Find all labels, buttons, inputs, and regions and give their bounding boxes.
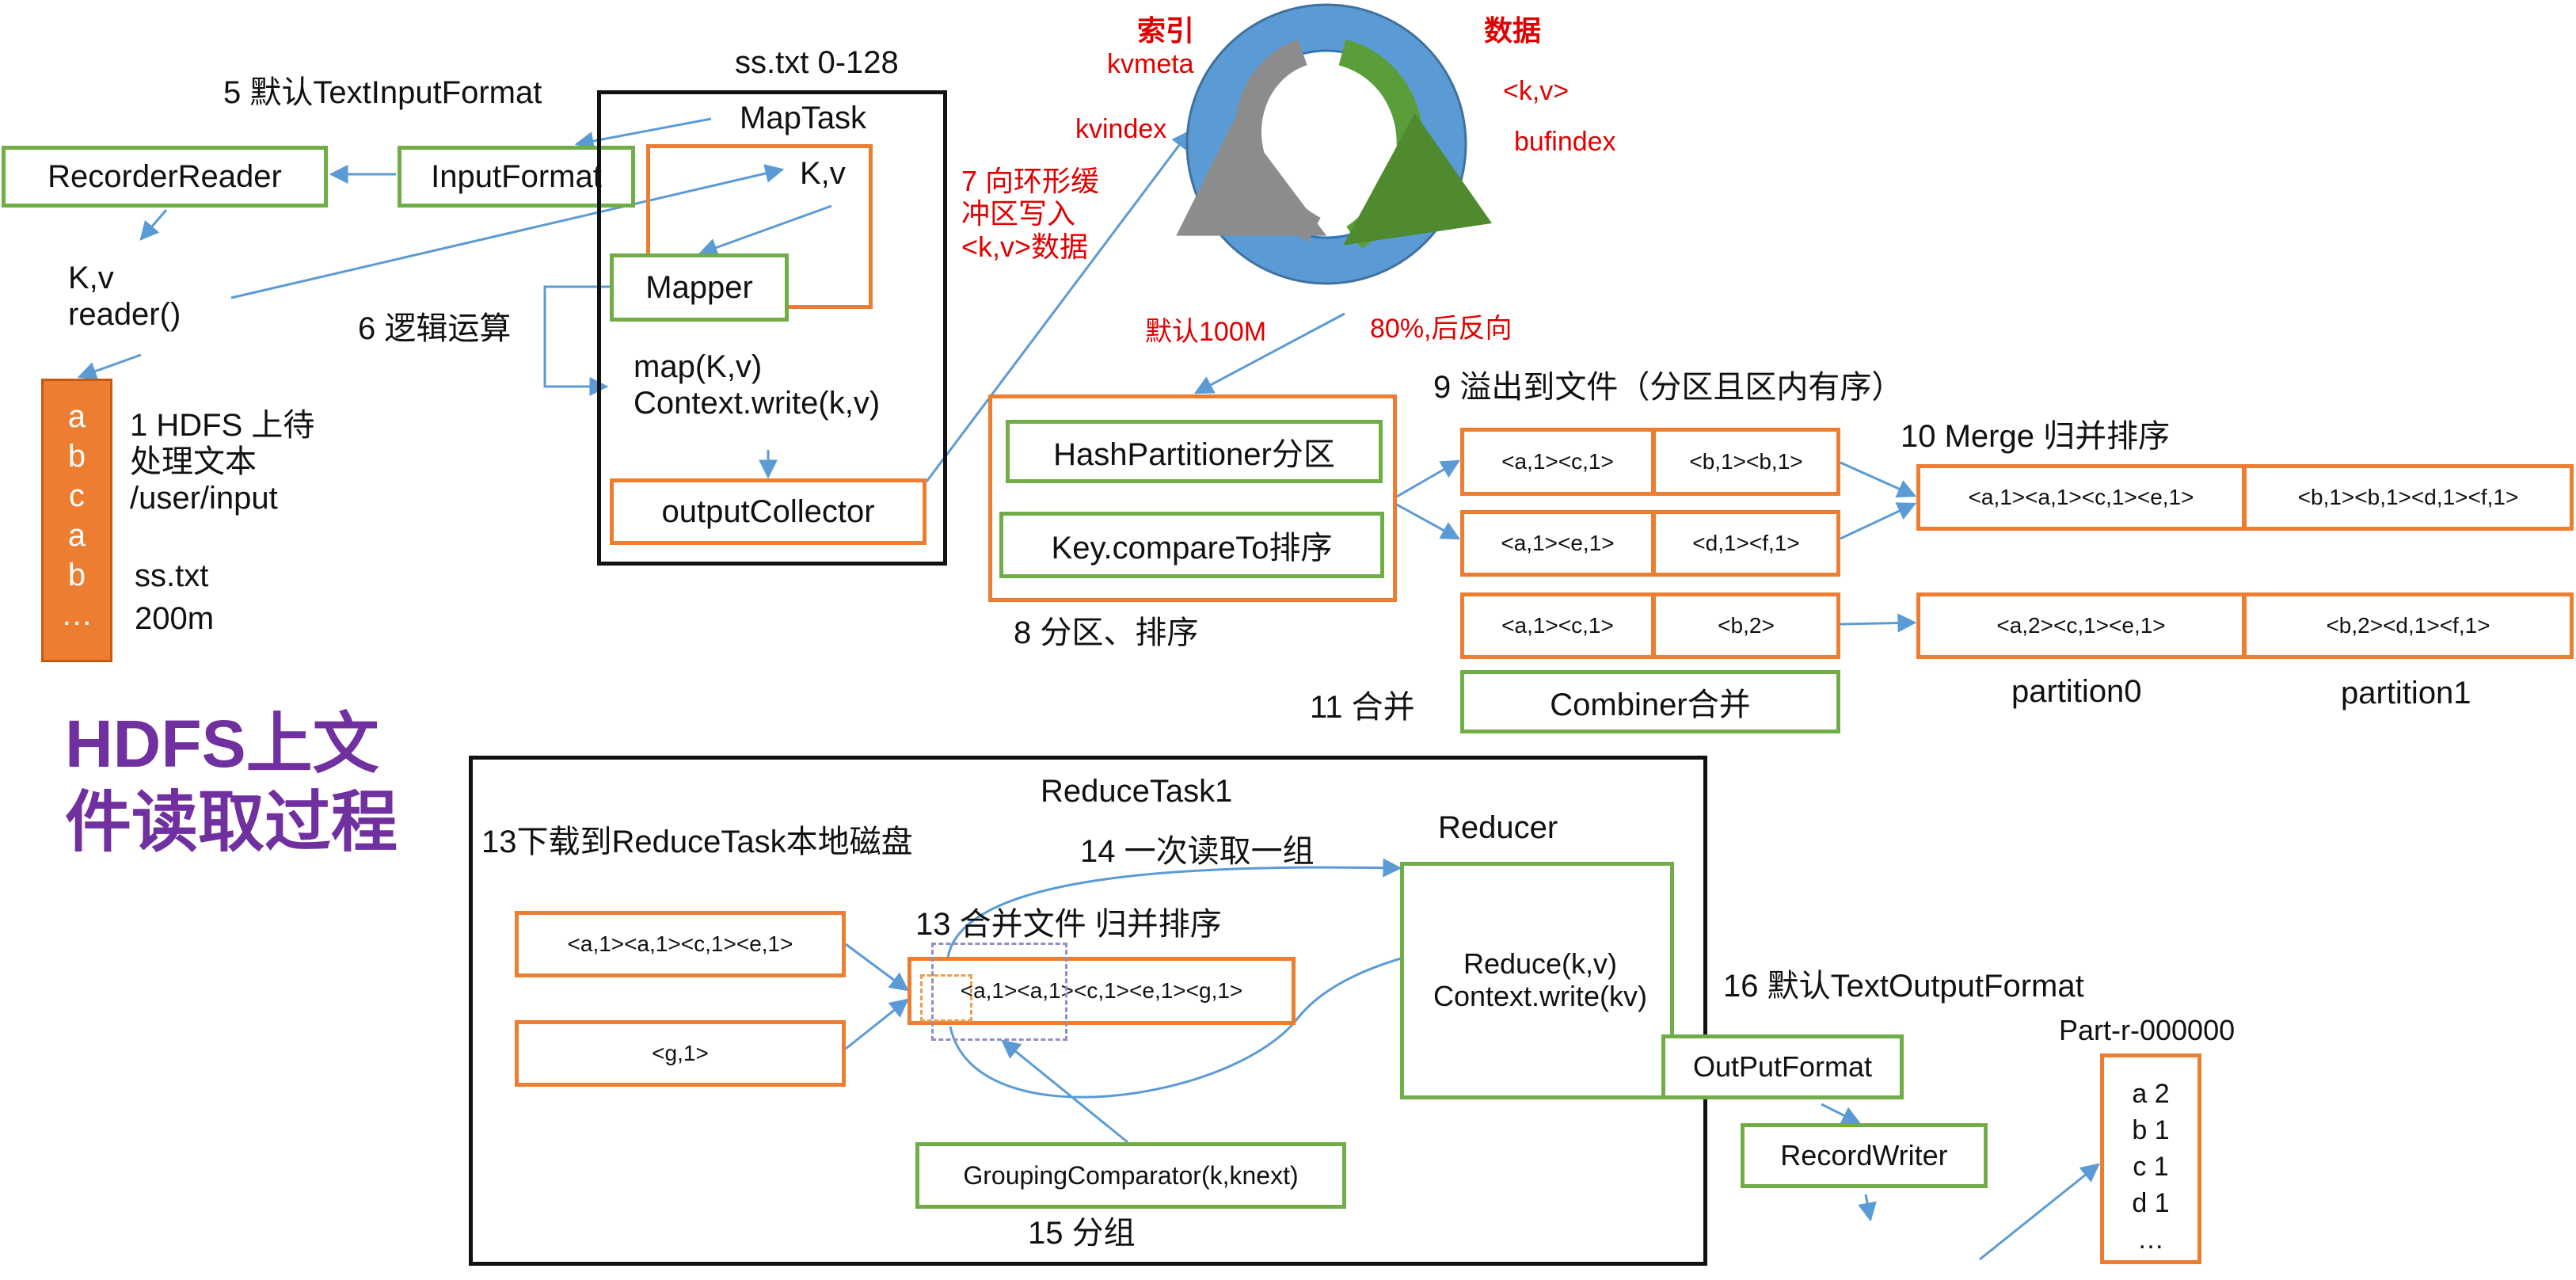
merged-p1-top: <b,1><b,1><d,1><f,1>: [2243, 464, 2574, 531]
merged-p1-bottom: <b,2><d,1><f,1>: [2243, 592, 2574, 659]
reader-kv-label: K,v reader(): [68, 261, 181, 332]
key-compare-box: Key.compareTo排序: [999, 512, 1384, 578]
hash-partitioner-box: HashPartitioner分区: [1006, 420, 1383, 483]
arrow-spill1-to-merged: [1840, 461, 1917, 498]
output-file-name: Part-r-000000: [2059, 1014, 2235, 1046]
arrow-recorderreader-to-reader: [139, 209, 168, 241]
step-6-label: 6 逻辑运算: [358, 311, 512, 346]
reducer-label: Reducer: [1438, 810, 1558, 845]
arrow-partition-to-spill-2: [1395, 502, 1461, 540]
mapper-box: Mapper: [610, 253, 789, 322]
combiner-box: Combiner合并: [1460, 670, 1840, 733]
reducetask-title: ReduceTask1: [1041, 774, 1233, 809]
group-window-outer: [931, 943, 1067, 1041]
step-16-label: 16 默认TextOutputFormat: [1723, 969, 2084, 1004]
diagram-title: HDFS上文件读取过程: [65, 707, 398, 860]
group-window-inner: [920, 974, 972, 1022]
spill-1-right: <b,1><b,1>: [1652, 428, 1840, 496]
merged-p0-bottom: <a,2><c,1><e,1>: [1916, 592, 2246, 659]
split-label: ss.txt 0-128: [735, 45, 899, 80]
map-call-label: map(K,v) Context.write(k,v): [634, 349, 881, 421]
reduce-call-label: Reduce(k,v) Context.write(kv): [1433, 947, 1648, 1013]
record-writer-box: RecordWriter: [1741, 1123, 1988, 1188]
partition0-label: partition0: [2011, 674, 2142, 709]
maptask-title: MapTask: [740, 101, 867, 135]
step-13a-label: 13下载到ReduceTask本地磁盘: [481, 825, 913, 859]
ring-kv-label: <k,v>: [1503, 76, 1570, 106]
output-format-box: OutPutFormat: [1661, 1034, 1904, 1099]
arrow-partition-to-spill-1: [1395, 459, 1461, 499]
grouping-comparator-box: GroupingComparator(k,knext): [915, 1142, 1346, 1209]
download-file-2: <g,1>: [515, 1020, 846, 1087]
ring-data-label: 数据: [1484, 14, 1542, 47]
maptask-container: [597, 90, 947, 566]
output-file: a 2 b 1 c 1 d 1 …: [2100, 1053, 2201, 1264]
partition-sort-frame: [988, 394, 1397, 602]
ring-kvmeta-label: kvmeta: [1107, 49, 1194, 79]
arrow-recordwriter-down: [1858, 1194, 1877, 1222]
hdfs-input-file: a b c a b …: [41, 379, 112, 662]
input-format-box: InputFormat: [398, 146, 635, 208]
step-5-label: 5 默认TextInputFormat: [223, 75, 542, 110]
step-13b-label: 13 合并文件 归并排序: [915, 907, 1222, 942]
reducer-box: [1400, 862, 1674, 1099]
step-10-label: 10 Merge 归并排序: [1901, 419, 2171, 454]
step-11-label: 11 合并: [1310, 690, 1415, 725]
step-14-label: 14 一次读取一组: [1080, 834, 1315, 869]
kv-label: K,v: [800, 156, 846, 191]
ring-kvindex-label: kvindex: [1075, 114, 1167, 144]
spill-1-left: <a,1><c,1>: [1460, 428, 1655, 496]
hdfs-input-label: 1 HDFS 上待 处理文本 /user/input: [130, 408, 315, 516]
ring-bufindex-label: bufindex: [1514, 127, 1616, 157]
spill-2-left: <a,1><e,1>: [1460, 510, 1655, 577]
arrow-to-output-file: [1979, 1163, 2100, 1261]
step-15-label: 15 分组: [1028, 1216, 1136, 1251]
ring-threshold-label: 80%,后反向: [1370, 314, 1512, 344]
ring-index-label: 索引: [1137, 14, 1195, 47]
ring-default-size-label: 默认100M: [1145, 317, 1267, 347]
merged-p0-top: <a,1><a,1><c,1><e,1>: [1916, 464, 2246, 531]
arrow-spill3-to-merged2: [1840, 613, 1917, 633]
step-7-label: 7 向环形缓 冲区写入 <k,v>数据: [961, 165, 1100, 263]
hdfs-file-size: 200m: [135, 601, 215, 636]
spill-3-right: <b,2>: [1652, 592, 1840, 659]
arrow-spill2-to-merged: [1840, 502, 1917, 540]
step-9-label: 9 溢出到文件（分区且区内有序）: [1433, 370, 1904, 405]
spill-2-right: <d,1><f,1>: [1652, 510, 1840, 577]
spill-3-left: <a,1><c,1>: [1460, 592, 1655, 659]
ring-buffer-icon: [1176, 3, 1493, 285]
output-collector-box: outputCollector: [610, 478, 927, 545]
recorder-reader-box: RecorderReader: [2, 146, 328, 208]
hdfs-file-name: ss.txt: [135, 558, 209, 593]
download-file-1: <a,1><a,1><c,1><e,1>: [515, 911, 846, 977]
arrow-reader-to-hdfs: [77, 353, 142, 380]
reducetask-container: [469, 756, 1707, 1266]
step-8-label: 8 分区、排序: [1014, 615, 1199, 650]
arrow-outputformat-to-recordwriter: [1821, 1103, 1862, 1125]
partition1-label: partition1: [2341, 676, 2471, 710]
